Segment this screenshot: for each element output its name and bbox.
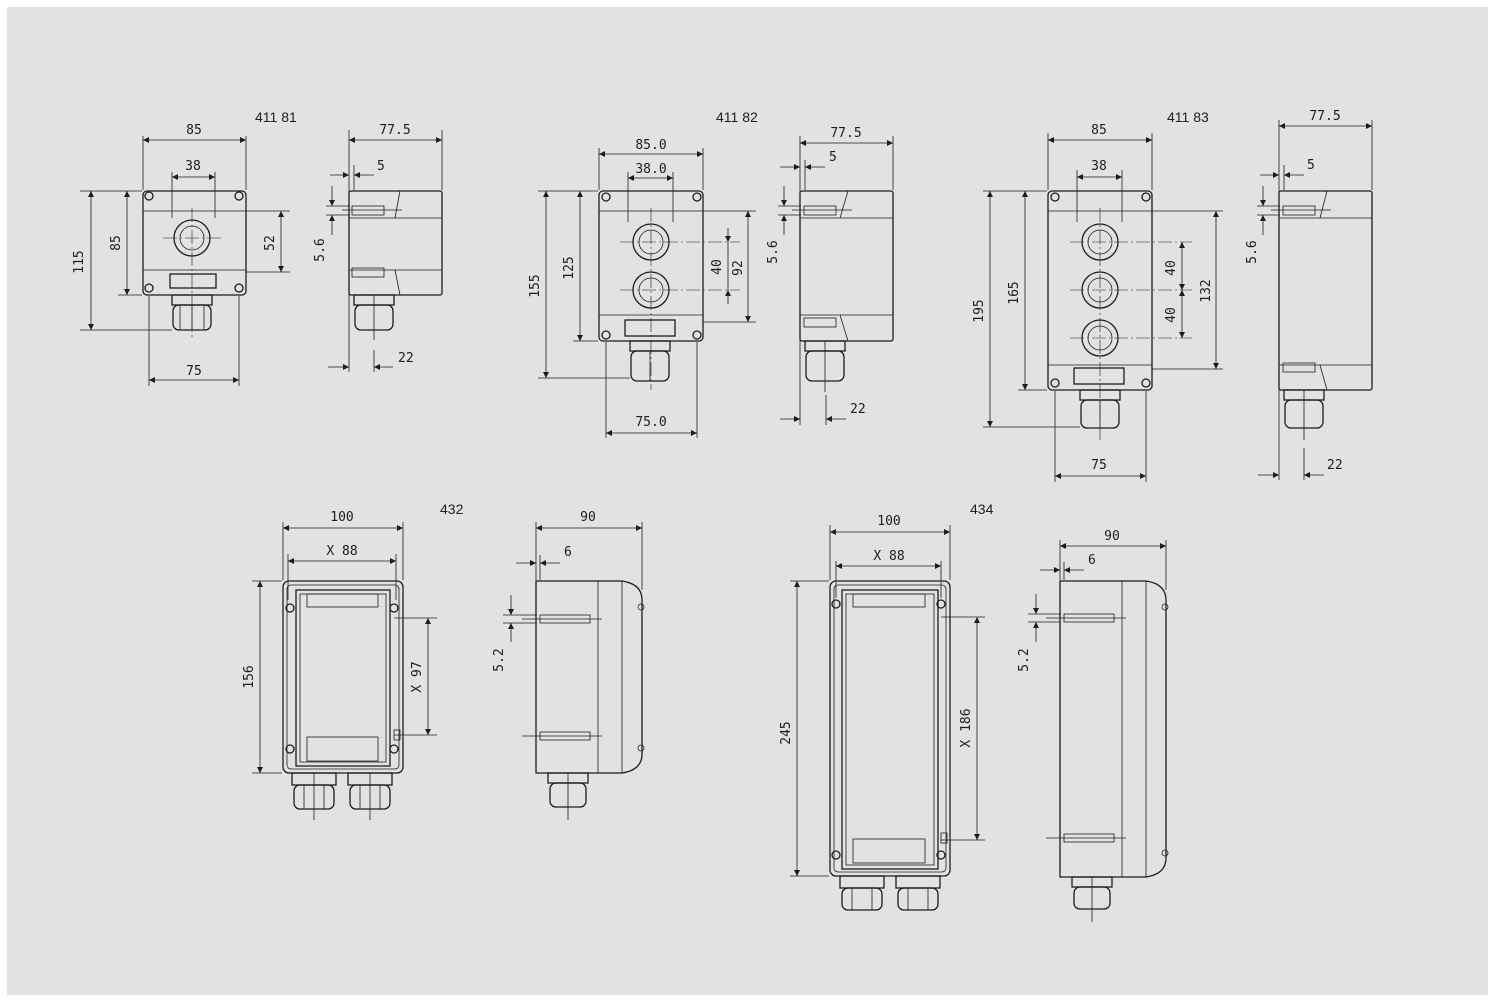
view-title: 432 <box>440 501 464 517</box>
side-view: 77.5 5 5.6 22 <box>313 123 443 372</box>
dim-bottom-width: 75 <box>1091 458 1107 473</box>
view-title: 411 82 <box>716 109 758 125</box>
dim-offset: 5 <box>829 150 837 165</box>
view-41182: 411 82 85.0 38.0 155 <box>528 109 894 438</box>
view-434: 434 100 X 88 245 <box>779 501 1169 922</box>
dim-inner-width: X 88 <box>326 544 357 559</box>
front-view: 85 38 115 85 52 75 <box>72 123 290 386</box>
dim-overall-height: 115 <box>72 250 87 273</box>
side-view: 90 6 5.2 <box>492 510 645 820</box>
dim-depth: 77.5 <box>1309 109 1340 124</box>
dim-inner-height: X 186 <box>959 708 974 747</box>
dim-right: 92 <box>731 260 746 276</box>
dim-gland: 22 <box>850 402 866 417</box>
dim-offset: 5 <box>1307 158 1315 173</box>
dim-inner-width: X 88 <box>873 549 904 564</box>
dim-hole-spacing: 38.0 <box>635 162 666 177</box>
dim-width: 100 <box>330 510 353 525</box>
side-view: 77.5 5 5.6 22 <box>1245 109 1373 480</box>
dim-width: 85 <box>186 123 202 138</box>
dim-offset: 6 <box>1088 553 1096 568</box>
view-title: 411 81 <box>255 109 297 125</box>
dim-height: 85 <box>109 235 124 251</box>
front-view: 85.0 38.0 155 125 40 92 75.0 <box>528 138 756 438</box>
dim-inner-height: X 97 <box>410 661 425 692</box>
dim-right: 132 <box>1199 279 1214 302</box>
dim-pitch-2: 40 <box>1164 307 1179 323</box>
view-title: 411 83 <box>1167 109 1209 125</box>
dim-gland: 22 <box>1327 458 1343 473</box>
dim-right: 52 <box>263 235 278 251</box>
drawing-sheet <box>7 7 1488 995</box>
side-view: 90 6 5.2 <box>1017 529 1169 922</box>
dim-offset: 5 <box>377 159 385 174</box>
dim-offset: 6 <box>564 545 572 560</box>
dim-overall-height: 155 <box>528 274 543 297</box>
dim-height: 125 <box>562 256 577 279</box>
dim-hole-spacing: 38 <box>1091 159 1107 174</box>
dim-height: 156 <box>242 665 257 688</box>
dim-depth: 77.5 <box>830 126 861 141</box>
view-41183: 411 83 85 38 195 <box>972 109 1373 482</box>
dim-width: 100 <box>877 514 900 529</box>
dim-overall-height: 195 <box>972 299 987 322</box>
side-view: 77.5 5 5.6 22 <box>766 126 894 425</box>
dim-depth: 90 <box>580 510 596 525</box>
dim-depth: 77.5 <box>379 123 410 138</box>
dim-pitch-1: 40 <box>1164 260 1179 276</box>
dim-slot: 5.2 <box>1017 648 1032 671</box>
dim-slot: 5.6 <box>313 238 328 261</box>
view-title: 434 <box>970 501 994 517</box>
view-432: 432 100 X 88 156 <box>242 501 645 820</box>
dim-slot: 5.2 <box>492 648 507 671</box>
dim-hole-spacing: 38 <box>185 159 201 174</box>
dim-width: 85 <box>1091 123 1107 138</box>
dim-depth: 90 <box>1104 529 1120 544</box>
view-41181: 411 81 85 38 115 85 <box>72 109 443 386</box>
front-view: 100 X 88 245 X 186 <box>779 514 985 911</box>
dim-width: 85.0 <box>635 138 666 153</box>
front-view: 85 38 195 165 40 40 132 75 <box>972 123 1223 482</box>
dim-height: 165 <box>1007 281 1022 304</box>
dim-pitch: 40 <box>710 259 725 275</box>
dim-bottom-width: 75 <box>186 364 202 379</box>
dim-gland: 22 <box>398 351 414 366</box>
dim-height: 245 <box>779 721 794 744</box>
dim-slot: 5.6 <box>766 240 781 263</box>
dim-bottom-width: 75.0 <box>635 415 666 430</box>
dim-slot: 5.6 <box>1245 240 1260 263</box>
front-view: 100 X 88 156 X 97 <box>242 510 437 820</box>
